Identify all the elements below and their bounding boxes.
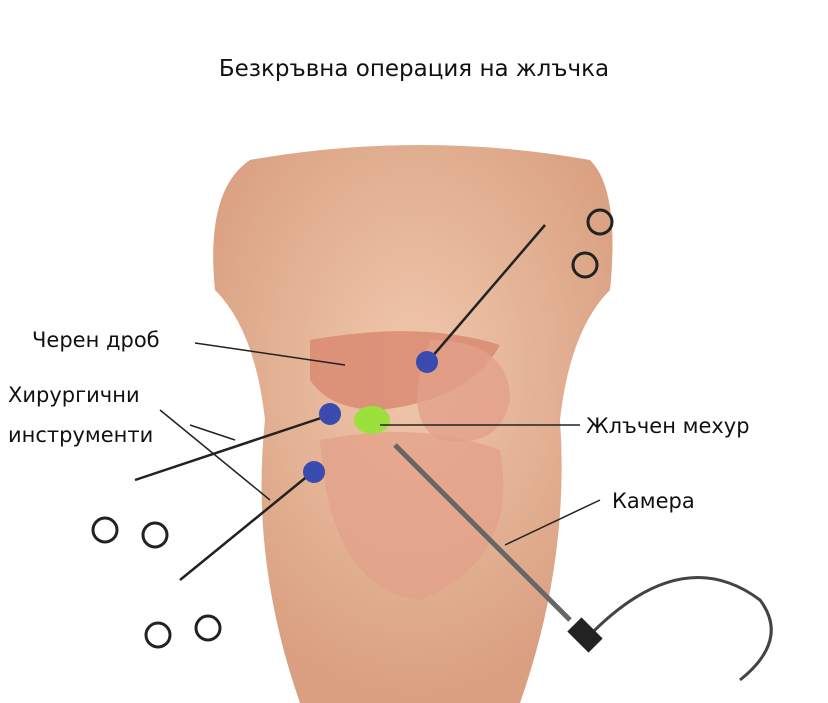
stomach [417, 340, 510, 442]
ports [303, 351, 438, 483]
camera-cable [583, 576, 773, 682]
label-gallbladder: Жлъчен мехур [586, 414, 750, 438]
label-liver: Черен дроб [32, 328, 160, 352]
torso [213, 145, 613, 703]
label-instruments-line2: инструменти [8, 423, 154, 447]
label-camera: Камера [612, 489, 695, 513]
intestines [320, 432, 504, 600]
camera-scope [393, 443, 572, 622]
diagram-title: Безкръвна операция на жлъчка [218, 56, 610, 82]
instruments [134, 224, 546, 581]
scissor-handles [91, 208, 614, 649]
gallbladder [354, 406, 390, 434]
leader-lines [159, 342, 601, 546]
label-instruments-line1: Хирургични [8, 383, 140, 407]
